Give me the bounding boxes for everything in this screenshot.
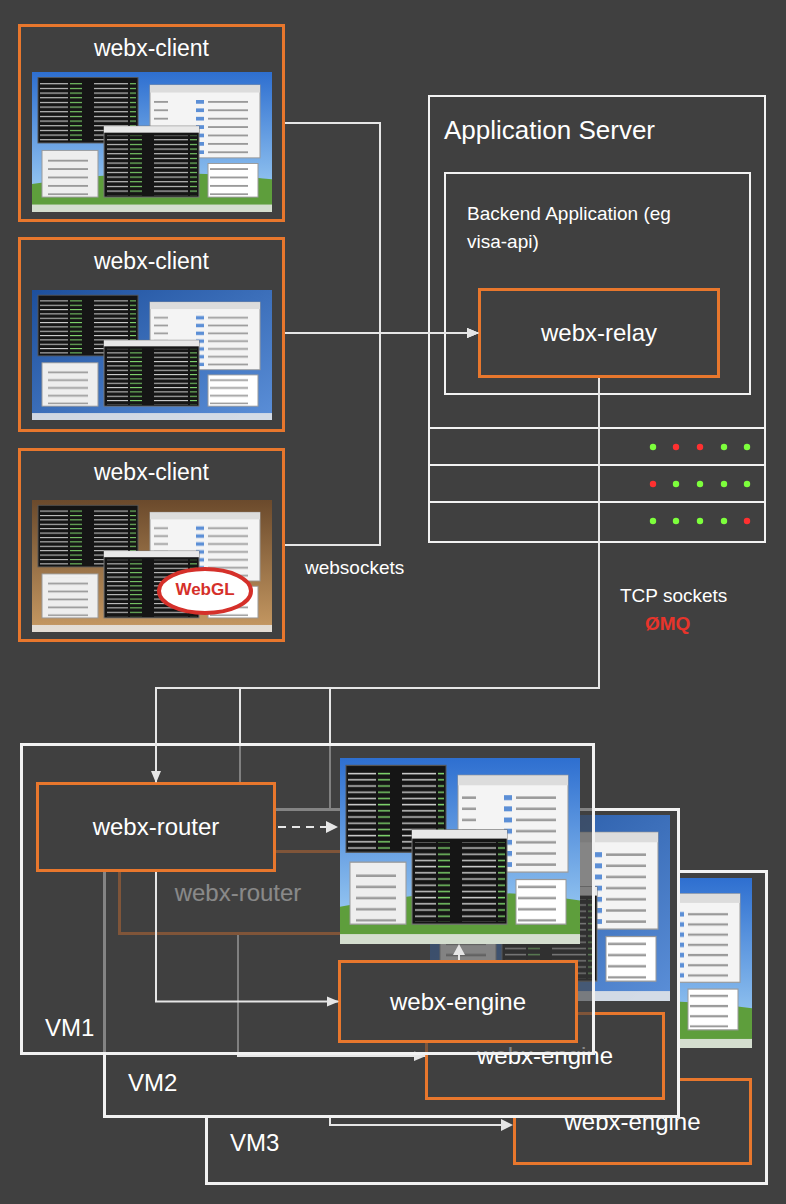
node-label: VM3 (230, 1129, 330, 1158)
client-box: webx-client (18, 24, 285, 222)
node-label: webx-engine (390, 988, 526, 1016)
illustration-part (650, 444, 656, 450)
node-label: webx-relay (541, 319, 657, 347)
node-label: webx-client (21, 248, 282, 276)
client-box: webx-client (18, 448, 285, 642)
client-box: webx-client (18, 237, 285, 432)
node-label: Backend Application (eg visa-api) (467, 200, 682, 256)
connector (156, 378, 599, 782)
illustration-part (721, 518, 727, 524)
connector (285, 123, 478, 333)
illustration-part (650, 481, 656, 487)
annotation-label: websockets (305, 557, 445, 579)
connector (240, 378, 599, 850)
node-label: webx-client (21, 35, 282, 63)
illustration-part (721, 444, 727, 450)
relay-box: webx-relay (478, 288, 720, 378)
illustration-part (650, 518, 656, 524)
connector (156, 872, 338, 1002)
node-label: Application Server (444, 115, 754, 146)
node-label: VM2 (128, 1069, 228, 1098)
status-leds (650, 444, 750, 524)
illustration-part (697, 518, 703, 524)
node-label: webx-client (21, 459, 282, 487)
illustration-part (673, 444, 679, 450)
illustration-part (744, 518, 750, 524)
connector (285, 332, 478, 334)
rack-rows (428, 428, 766, 502)
illustration-part (697, 444, 703, 450)
node-label: webx-router (93, 813, 220, 841)
illustration-part (721, 481, 727, 487)
connector (238, 935, 425, 1056)
engine-box: webx-engine (338, 960, 578, 1043)
router-box: webx-router (36, 782, 276, 872)
illustration-part (673, 518, 679, 524)
illustration-part (673, 481, 679, 487)
annotation-label: TCP sockets (620, 585, 770, 607)
annotation-label: ØMQ (645, 613, 725, 635)
server-box: Application ServerBackend Application (e… (428, 95, 766, 543)
node-label: VM1 (45, 1014, 145, 1043)
illustration-part (744, 444, 750, 450)
illustration-part (744, 481, 750, 487)
illustration-part (697, 481, 703, 487)
annotation-label: WebGL (160, 580, 250, 600)
connector (285, 333, 478, 545)
vm-box: VM1 webx-router webx-engine (20, 743, 595, 1055)
application-box: Backend Application (eg visa-api) webx-re… (444, 172, 751, 395)
